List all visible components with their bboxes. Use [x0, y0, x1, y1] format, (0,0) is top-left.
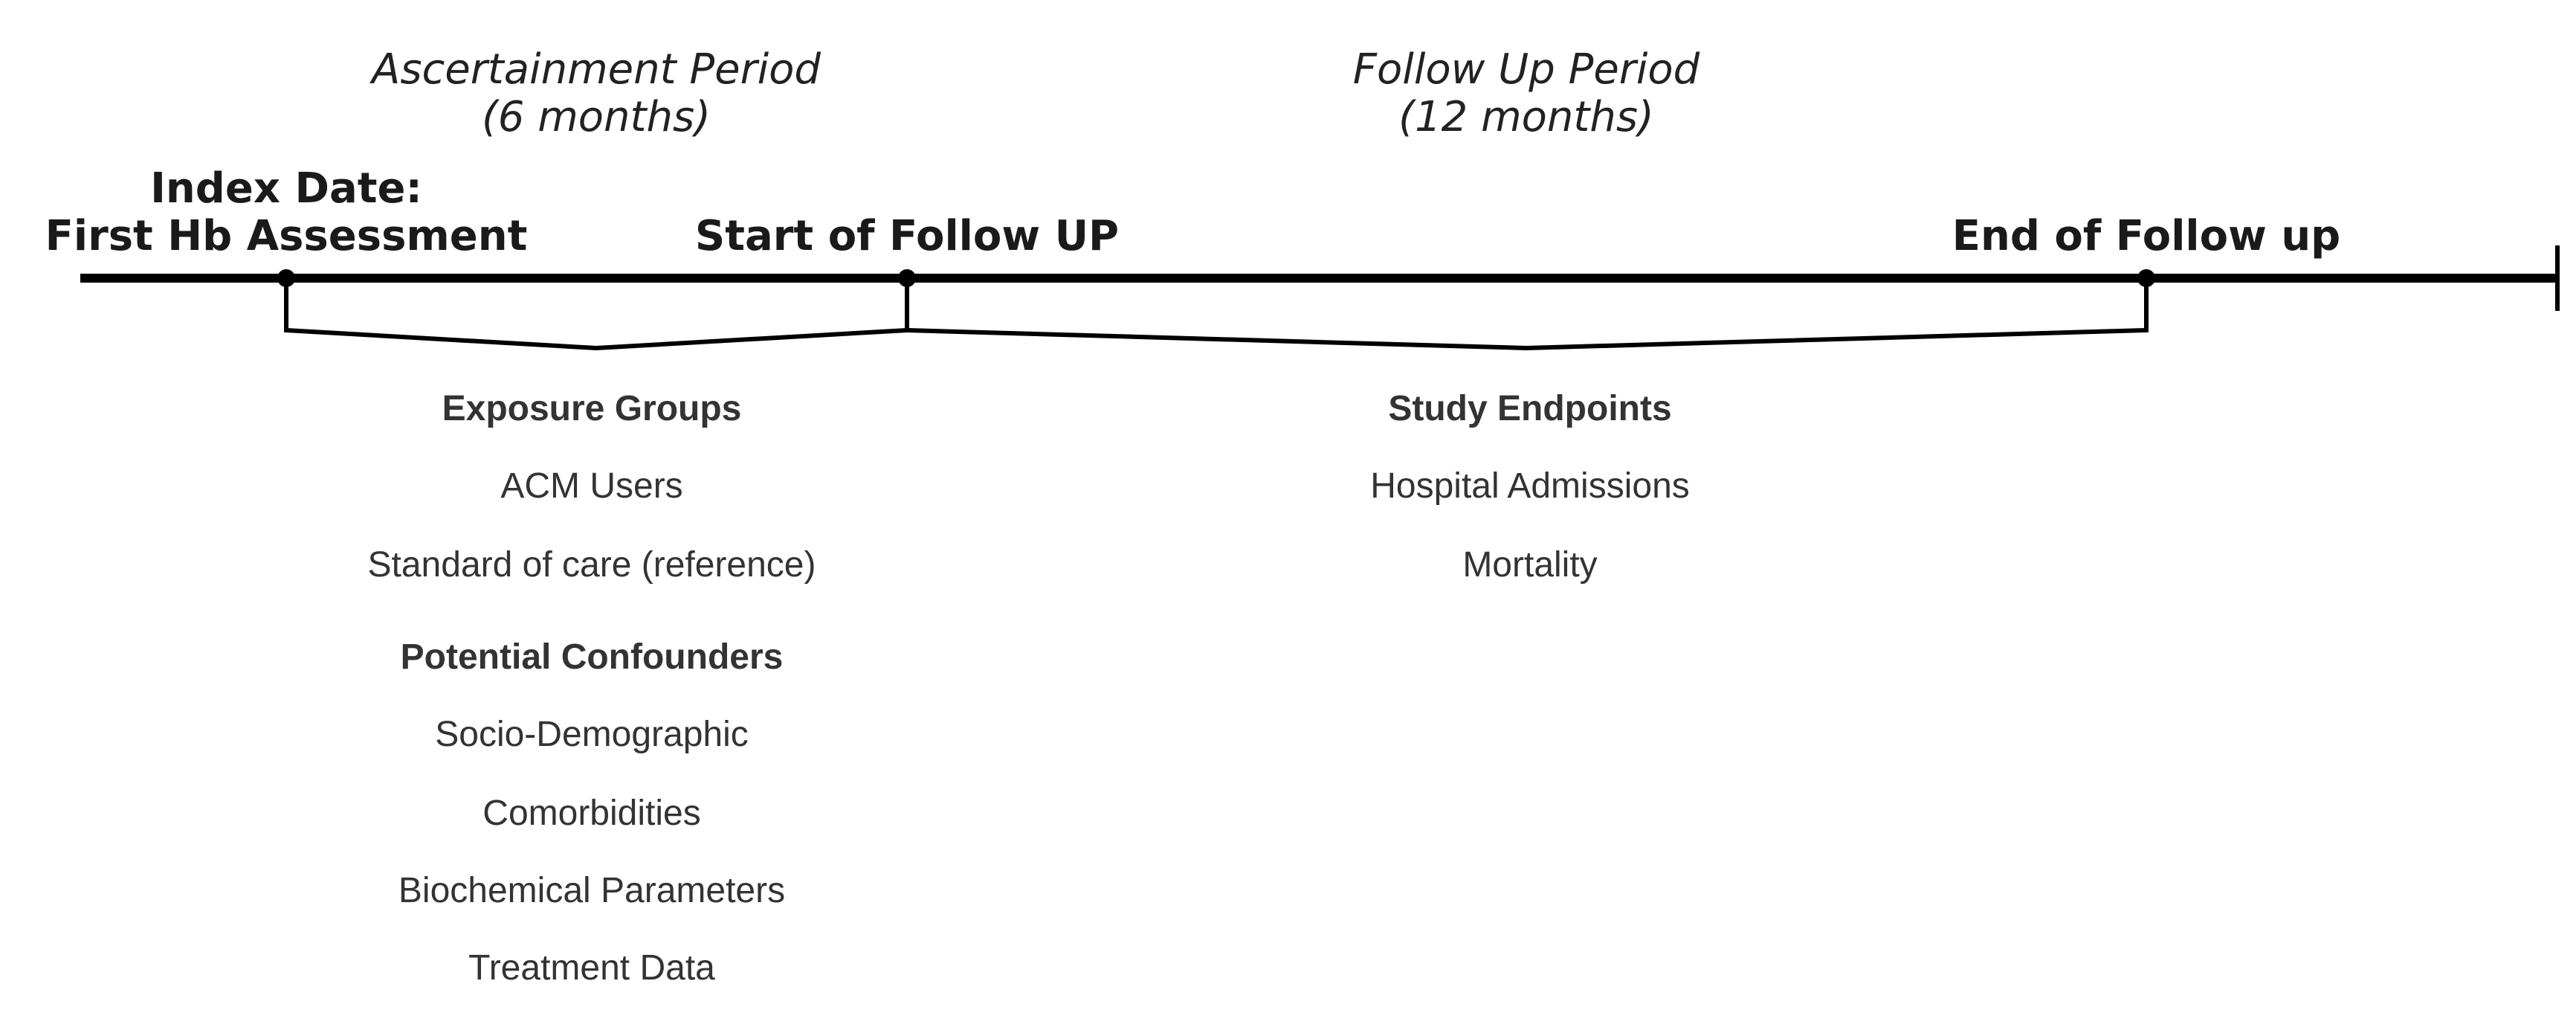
- index-date-subtitle: First Hb Assessment: [45, 212, 528, 260]
- study-endpoints-heading: Study Endpoints: [1388, 389, 1672, 428]
- end-follow-up-label: End of Follow up: [1952, 212, 2341, 260]
- index-date-label: Index Date: First Hb Assessment: [45, 165, 528, 260]
- confounder-item: Socio-Demographic: [435, 715, 749, 754]
- follow-up-period-duration: (12 months): [1398, 93, 1654, 141]
- index-date-title: Index Date:: [150, 164, 422, 213]
- follow-up-period-label: Follow Up Period (12 months): [1353, 46, 1699, 141]
- exposure-group-item: Standard of care (reference): [367, 545, 816, 585]
- exposure-group-item: ACM Users: [500, 466, 683, 506]
- potential-confounders-heading: Potential Confounders: [400, 637, 784, 677]
- endpoint-item: Hospital Admissions: [1370, 466, 1690, 506]
- follow-up-bracket: [906, 278, 2149, 351]
- confounder-item: Biochemical Parameters: [398, 871, 786, 910]
- start-follow-up-label: Start of Follow UP: [694, 212, 1120, 260]
- exposure-groups-heading: Exposure Groups: [442, 389, 742, 428]
- ascertainment-period-duration: (6 months): [481, 93, 711, 141]
- ascertainment-period-label: Ascertainment Period (6 months): [372, 46, 821, 141]
- confounder-item: Treatment Data: [468, 948, 715, 988]
- ascertainment-period-title: Ascertainment Period: [372, 45, 821, 94]
- endpoint-item: Mortality: [1462, 545, 1598, 585]
- follow-up-period-title: Follow Up Period: [1352, 45, 1700, 94]
- confounder-item: Comorbidities: [482, 794, 701, 833]
- ascertainment-bracket: [284, 278, 909, 351]
